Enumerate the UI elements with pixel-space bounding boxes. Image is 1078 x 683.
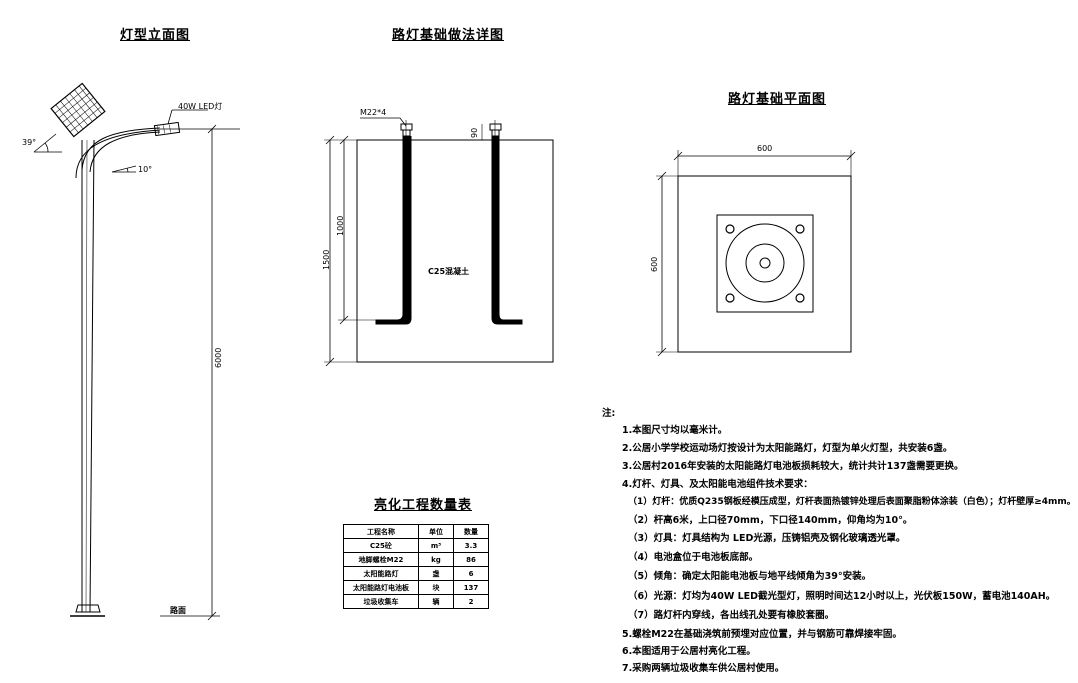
note-line: （1）灯杆：优质Q235钢板经模压成型，灯杆表面热镀锌处理后表面聚脂粉体涂装（白… xyxy=(628,497,1076,507)
table-cell: 2 xyxy=(453,594,489,609)
lamp-label: 40W LED灯 xyxy=(178,102,223,111)
plan-base-plate xyxy=(716,214,814,313)
dim-1000-label: 1000 xyxy=(336,215,345,236)
plan-concrete-outline xyxy=(677,175,852,353)
note-line: （2）杆高6米，上口径70mm，下口径140mm，仰角均为10°。 xyxy=(628,515,913,526)
table-header-cell: 单位 xyxy=(418,524,454,539)
bolt-label: M22*4 xyxy=(360,108,387,117)
right-anchor-bolt xyxy=(491,136,523,325)
table-cell: kg xyxy=(418,552,454,567)
notes-heading: 注: xyxy=(602,408,616,419)
table-cell: m³ xyxy=(418,538,454,553)
height-dimension-label: 6000 xyxy=(214,347,223,368)
concrete-block xyxy=(356,139,554,363)
led-lamp-head xyxy=(153,121,181,137)
note-line: 6.本图适用于公居村亮化工程。 xyxy=(622,646,756,657)
quantity-table: 工程名称 单位 数量 C25砼 m³ 3.3 地脚螺栓M22 kg 86 太阳能… xyxy=(343,524,489,609)
foundation-detail-title: 路灯基础做法详图 xyxy=(392,28,505,43)
dim-1500-label: 1500 xyxy=(322,249,331,270)
left-anchor-bolt xyxy=(375,136,412,325)
note-line: 2.公居小学学校运动场灯按设计为太阳能路灯，灯型为单火灯型，共安装6盏。 xyxy=(622,443,953,454)
left-bolt-nut xyxy=(400,123,413,131)
pole-center xyxy=(85,139,88,613)
foundation-plan-title: 路灯基础平面图 xyxy=(728,92,827,107)
note-line: （4）电池盒位于电池板底部。 xyxy=(628,552,759,563)
lamp-arm-outer xyxy=(81,127,161,171)
plan-bolt-hole xyxy=(725,224,735,234)
table-row: C25砼 m³ 3.3 xyxy=(343,538,489,553)
table-cell: 3.3 xyxy=(453,538,489,553)
table-cell: 辆 xyxy=(418,594,454,609)
table-cell: 垃圾收集车 xyxy=(343,594,419,609)
plan-bolt-hole xyxy=(795,293,805,303)
table-row: 垃圾收集车 辆 2 xyxy=(343,594,489,609)
note-line: （3）灯具：灯具结构为 LED光源，压铸铝壳及钢化玻璃透光罩。 xyxy=(628,533,906,544)
foundation-plan xyxy=(656,150,856,357)
plan-bolt-hole xyxy=(725,293,735,303)
note-line: （7）路灯杆内穿线，各出线孔处要有橡胶套圈。 xyxy=(628,610,835,621)
table-row: 地脚螺栓M22 kg 86 xyxy=(343,552,489,567)
pole-base xyxy=(75,604,101,613)
pole-right-edge xyxy=(89,139,95,613)
table-row: 太阳能路灯电池板 块 137 xyxy=(343,580,489,595)
top-dim-label: 90 xyxy=(470,127,479,138)
note-line: 5.螺栓M22在基础浇筑前预埋对应位置，并与钢筋可靠焊接牢固。 xyxy=(622,629,902,640)
plan-height-label: 600 xyxy=(650,256,659,272)
table-cell: 137 xyxy=(453,580,489,595)
plan-bolt-hole xyxy=(795,224,805,234)
solar-panel xyxy=(50,82,106,138)
note-line: （5）倾角：确定太阳能电池板与地平线倾角为39°安装。 xyxy=(628,571,872,582)
table-row: 太阳能路灯 盏 6 xyxy=(343,566,489,581)
plan-width-label: 600 xyxy=(757,144,773,153)
note-line: 1.本图尺寸均以毫米计。 xyxy=(622,425,728,436)
lamp-arm-lower xyxy=(75,129,161,179)
right-bolt-nut xyxy=(489,123,502,131)
table-cell: 块 xyxy=(418,580,454,595)
note-line: 7.采购两辆垃圾收集车供公居村使用。 xyxy=(622,663,785,674)
quantity-table-title: 亮化工程数量表 xyxy=(374,498,473,513)
note-line: （6）光源：灯均为40W LED截光型灯，照明时间达12小时以上，光伏板150W… xyxy=(628,591,1056,602)
note-line: 4.灯杆、灯具、及太阳能电池组件技术要求： xyxy=(622,479,813,490)
panel-angle-label: 39° xyxy=(22,138,37,147)
table-cell: 地脚螺栓M22 xyxy=(343,552,419,567)
elevation-title: 灯型立面图 xyxy=(120,28,191,43)
concrete-label: C25混凝土 xyxy=(428,267,470,276)
table-header-row: 工程名称 单位 数量 xyxy=(343,524,489,539)
plan-outer-circle xyxy=(725,223,805,303)
lamp-elevation xyxy=(33,82,240,621)
table-cell: 太阳能路灯电池板 xyxy=(343,580,419,595)
table-cell: 86 xyxy=(453,552,489,567)
road-label: 路面 xyxy=(170,606,186,615)
note-line: 3.公居村2016年安装的太阳能路灯电池板损耗较大，统计共计137盏需要更换。 xyxy=(622,461,964,472)
table-cell: 盏 xyxy=(418,566,454,581)
plan-center-hole xyxy=(759,257,771,269)
table-cell: C25砼 xyxy=(343,538,419,553)
table-header-cell: 工程名称 xyxy=(343,524,419,539)
foundation-detail xyxy=(324,117,554,367)
table-header-cell: 数量 xyxy=(453,524,489,539)
arm-angle-label: 10° xyxy=(138,165,153,174)
table-cell: 太阳能路灯 xyxy=(343,566,419,581)
table-cell: 6 xyxy=(453,566,489,581)
plan-inner-circle xyxy=(745,243,785,283)
lamp-arm-inner xyxy=(89,131,161,173)
